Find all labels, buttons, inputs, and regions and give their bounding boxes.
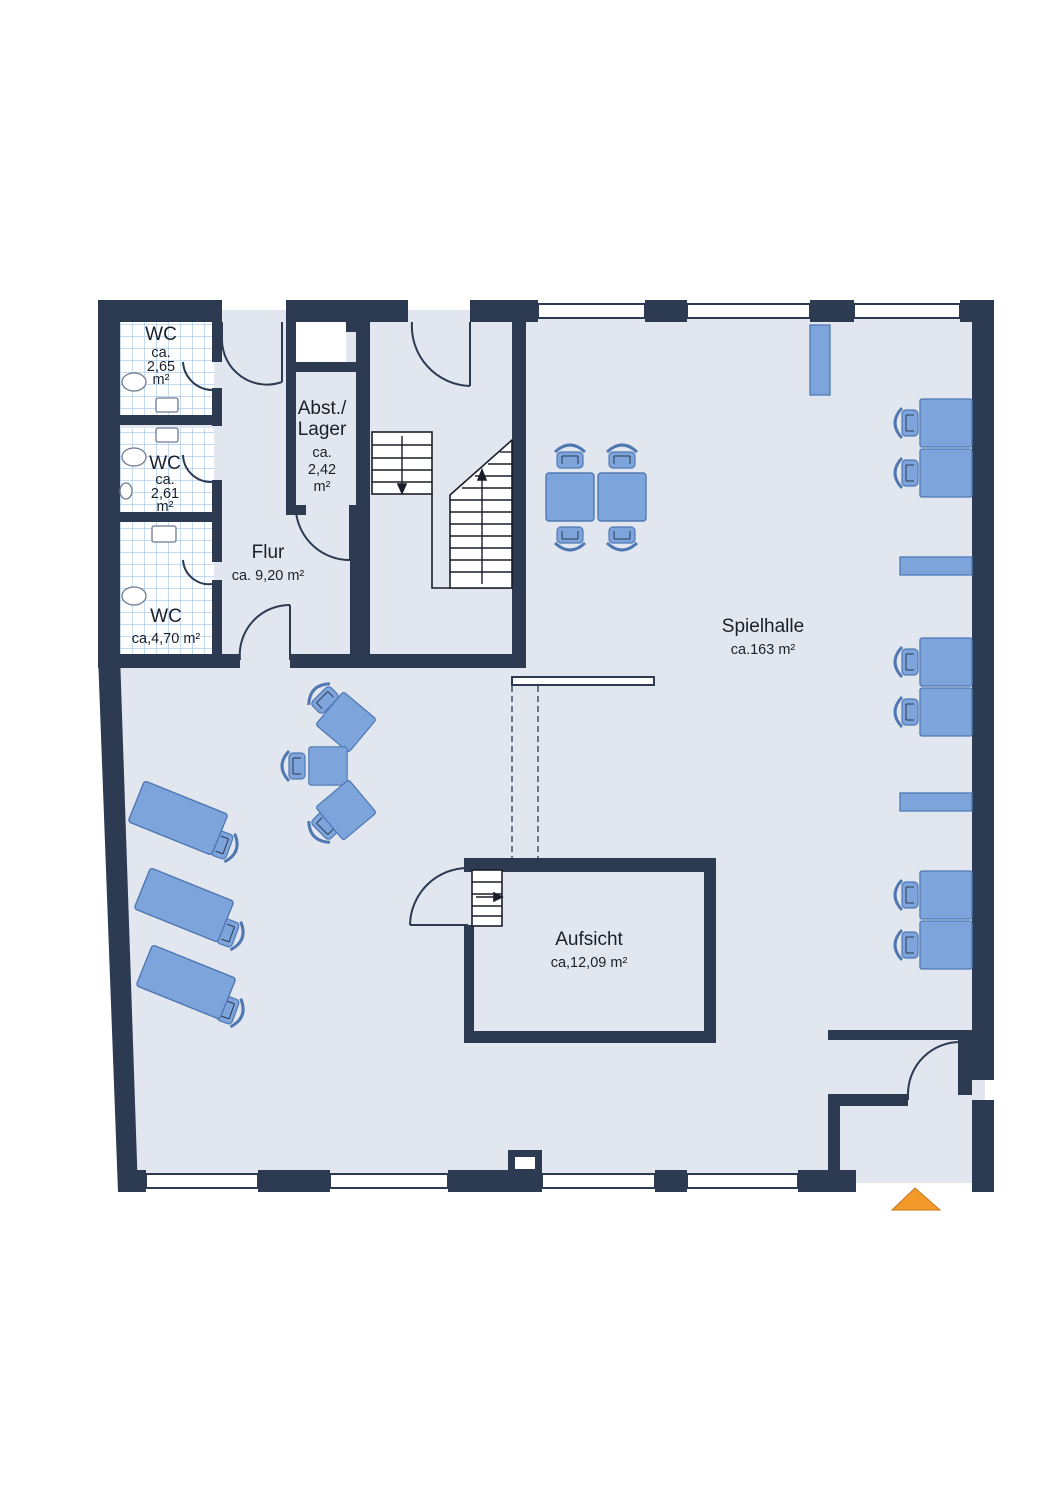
wc2-area-1: ca. — [155, 472, 174, 488]
spielhalle-area: ca.163 m² — [731, 642, 796, 658]
staircase-icon — [371, 431, 513, 927]
walls — [98, 300, 994, 1192]
spielhalle-name: Spielhalle — [722, 616, 804, 637]
floor-area — [110, 310, 985, 1183]
wc1-name: WC — [145, 324, 177, 345]
windows — [145, 303, 961, 1189]
opening-lines — [511, 686, 539, 858]
lager-name-2: Lager — [298, 419, 347, 440]
billiard-tables — [127, 780, 237, 1020]
wc3-name: WC — [150, 606, 182, 627]
wc2-area-3: m² — [157, 499, 174, 515]
flur-area: ca. 9,20 m² — [232, 568, 305, 584]
aufsicht-name: Aufsicht — [555, 929, 623, 950]
lager-area-3: m² — [314, 479, 331, 495]
lager-area-2: 2,42 — [308, 462, 336, 478]
wc1-area-2: 2,65 — [147, 359, 175, 375]
doors — [182, 321, 961, 1100]
wc2-area-2: 2,61 — [151, 486, 179, 502]
flur-name: Flur — [252, 542, 285, 563]
entrance-arrow-icon — [890, 1187, 942, 1211]
lager-name-1: Abst./ — [298, 398, 347, 419]
aufsicht-area: ca,12,09 m² — [551, 955, 628, 971]
toilet-icon — [119, 372, 147, 606]
sink-icon — [151, 397, 179, 543]
lager-shaft — [296, 322, 346, 362]
room-labels: WC ca. 2,65 m² WC ca. 2,61 m² WC ca,4,70… — [132, 324, 804, 971]
wc2-name: WC — [149, 453, 181, 474]
wc1-area-1: ca. — [151, 345, 170, 361]
wc1-area-3: m² — [153, 372, 170, 388]
partitions — [809, 324, 973, 812]
wc3-area: ca,4,70 m² — [132, 631, 201, 647]
lager-area-1: ca. — [312, 445, 331, 461]
machines — [919, 398, 973, 970]
